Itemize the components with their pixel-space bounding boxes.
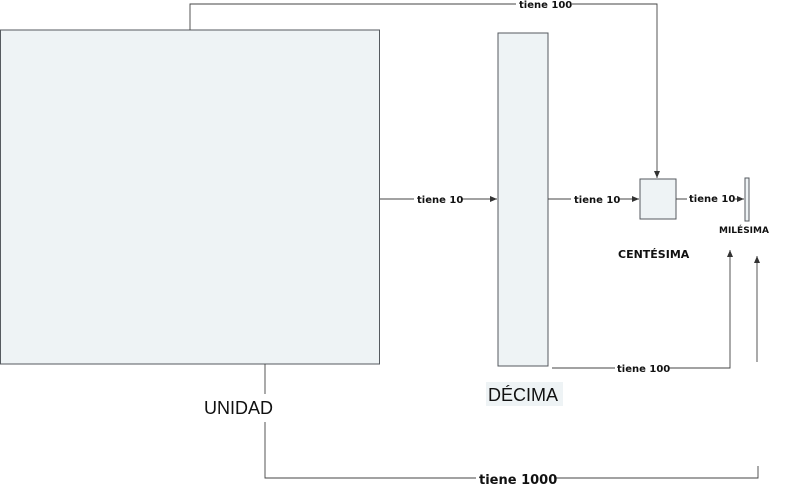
decima-box xyxy=(497,32,549,367)
edge-unidad-centesima xyxy=(189,3,660,178)
node-label-unidad: UNIDAD xyxy=(204,398,273,418)
edge-label-unidad-centesima: tiene 100 xyxy=(519,0,572,11)
node-label-centesima: CENTÉSIMA xyxy=(618,248,690,261)
edge-label-decima-milesima: tiene 100 xyxy=(617,364,670,375)
unidad-box xyxy=(0,29,380,365)
edge-label-unidad-milesima: tiene 1000 xyxy=(479,473,557,488)
milesima-box xyxy=(744,177,750,222)
node-label-milesima: MILÉSIMA xyxy=(719,224,769,236)
edge-decima-milesima xyxy=(552,250,733,369)
centesima-box xyxy=(639,178,677,220)
edge-label-centesima-milesima: tiene 10 xyxy=(689,194,735,205)
node-label-decima: DÉCIMA xyxy=(488,385,558,405)
edge-label-decima-centesima: tiene 10 xyxy=(574,195,620,206)
edge-unidad-milesima-lower xyxy=(264,422,759,479)
edge-label-unidad-decima: tiene 10 xyxy=(417,195,463,206)
